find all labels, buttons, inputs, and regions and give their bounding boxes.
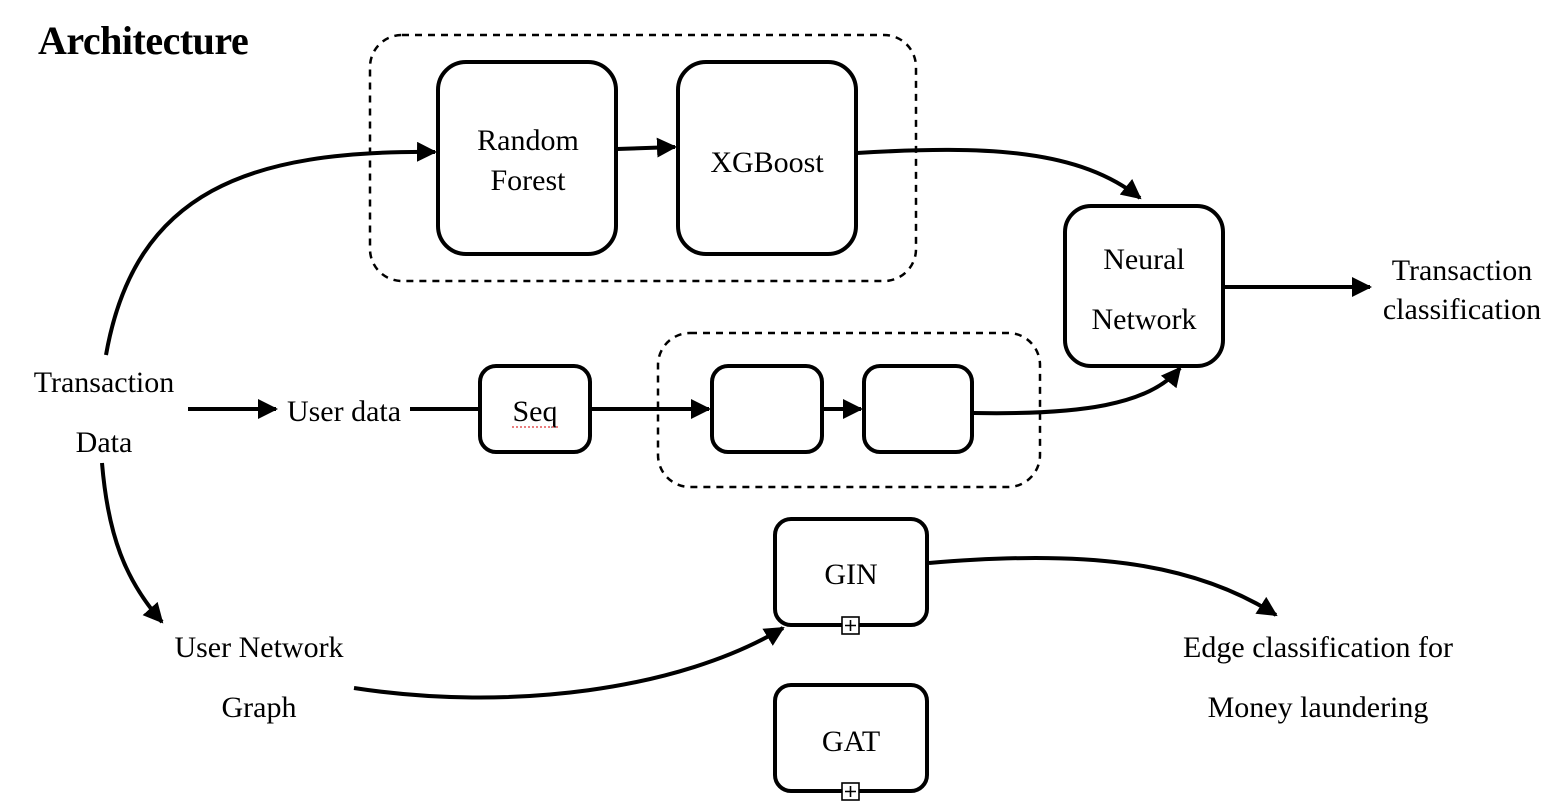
transaction-classification-label-line1: Transaction <box>1392 254 1533 287</box>
gin-expand-icon[interactable] <box>841 616 860 635</box>
tree-ensemble-group <box>368 33 918 283</box>
neural-network-label-line2: Network <box>1092 303 1197 336</box>
edge-graph-to-gin <box>353 626 785 700</box>
user-network-graph-label-line2: Graph <box>222 691 297 724</box>
gin-label: GIN <box>824 558 877 591</box>
edge-classification-label-line2: Money laundering <box>1208 691 1429 724</box>
sequence-model-group <box>656 331 1042 489</box>
random-forest-box <box>436 60 618 256</box>
transaction-data-label-line2: Data <box>76 426 133 459</box>
edge-classification-label-line1: Edge classification for <box>1183 631 1453 664</box>
gat-expand-icon[interactable] <box>841 782 860 801</box>
xgboost-box <box>676 60 858 256</box>
seq-label: Seq <box>513 395 558 428</box>
sequence-layer-box-2 <box>862 364 974 454</box>
random-forest-label-line2: Forest <box>491 164 567 197</box>
transaction-data-label-line1: Transaction <box>34 366 175 399</box>
gat-label: GAT <box>822 725 880 758</box>
sequence-layer-box-1 <box>710 364 824 454</box>
page-title: Architecture <box>38 18 248 63</box>
edge-random-forest-to-xgboost <box>616 137 677 158</box>
seq-box <box>478 364 592 454</box>
neural-network-box <box>1063 204 1225 368</box>
edge-transaction-to-random-forest <box>104 141 437 356</box>
edge-xgboost-to-neural-network <box>856 147 1142 200</box>
edge-second-layer-to-neural-network <box>972 366 1182 416</box>
random-forest-label-line1: Random <box>477 124 579 157</box>
neural-network-label-line1: Neural <box>1103 243 1185 276</box>
edge-gin-to-edge-classification <box>928 555 1278 617</box>
user-network-graph-label-line1: User Network <box>174 631 343 664</box>
xgboost-label: XGBoost <box>710 146 824 179</box>
edge-transaction-to-user-network-graph <box>100 462 164 624</box>
transaction-classification-label-line2: classification <box>1383 293 1541 326</box>
user-data-label: User data <box>287 395 401 428</box>
